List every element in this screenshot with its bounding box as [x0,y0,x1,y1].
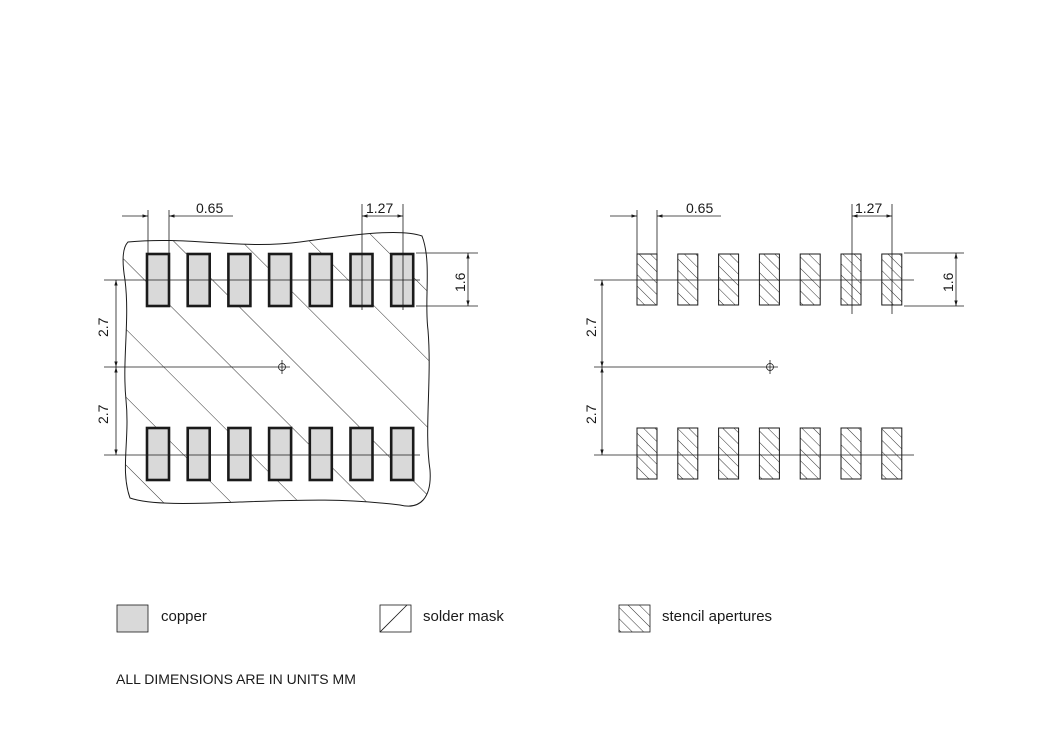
legend-solder-mask-label: solder mask [423,608,504,625]
left-row-offset-dimension: 2.7 2.7 [95,280,118,455]
copper-pad-bottom-6 [349,426,374,482]
stencil-aperture-bottom-7 [881,427,903,480]
copper-pad-bottom-2 [186,426,211,482]
right-row-offset-bottom-label: 2.7 [583,404,599,424]
left-pitch-dimension: 1.27 [361,200,404,310]
pitch-label: 1.27 [366,200,393,216]
stencil-aperture-top-6 [840,253,862,306]
stencil-aperture-top-1 [636,253,658,306]
copper-pad-bottom-3 [227,426,252,482]
right-pad-length-dimension: 1.6 [904,252,964,307]
legend-copper-swatch [116,604,149,633]
right-row-offset-top-label: 2.7 [583,317,599,337]
row-offset-bottom-label: 2.7 [95,404,111,424]
right-pitch-dimension: 1.27 [851,200,893,314]
right-row-offset-dimension: 2.7 2.7 [583,280,604,455]
copper-pad-bottom-4 [267,426,293,482]
right-pad-width-label: 0.65 [686,200,713,216]
copper-pad-bottom-5 [308,426,334,482]
right-pad-length-label: 1.6 [940,272,956,292]
legend: copper solder mask stencil apertures [116,604,772,633]
left-pad-width-dimension: 0.65 [122,200,233,254]
left-pad-length-dimension: 1.6 [416,252,478,307]
stencil-aperture-top-5 [799,253,821,306]
stencil-aperture-bottom-5 [799,427,821,480]
left-view: 0.65 1.27 1.6 2.7 2.7 [95,200,478,507]
left-bottom-pad-row [145,426,415,482]
left-center-mark [278,360,286,374]
stencil-aperture-bottom-3 [718,427,740,480]
legend-solder-mask-swatch [379,604,412,633]
stencil-aperture-bottom-4 [758,427,780,480]
right-bottom-aperture-row [636,427,903,480]
stencil-aperture-bottom-6 [840,427,862,480]
stencil-aperture-top-4 [758,253,780,306]
right-top-aperture-row [636,253,903,306]
right-pad-width-dimension: 0.65 [610,200,721,254]
right-center-mark [766,360,774,374]
pad-length-label: 1.6 [452,272,468,292]
legend-stencil-swatch [618,604,651,633]
legend-copper-label: copper [161,608,207,625]
right-pitch-label: 1.27 [855,200,882,216]
stencil-aperture-top-2 [677,253,699,306]
copper-pad-bottom-7 [389,426,415,482]
pad-width-label: 0.65 [196,200,223,216]
row-offset-top-label: 2.7 [95,317,111,337]
stencil-aperture-bottom-2 [677,427,699,480]
stencil-aperture-bottom-1 [636,427,658,480]
copper-pad-bottom-1 [145,426,171,482]
legend-stencil-label: stencil apertures [662,608,772,625]
stencil-aperture-top-3 [718,253,740,306]
right-view: 0.65 1.27 1.6 2.7 2.7 [583,200,964,480]
units-note: ALL DIMENSIONS ARE IN UNITS MM [116,671,356,687]
